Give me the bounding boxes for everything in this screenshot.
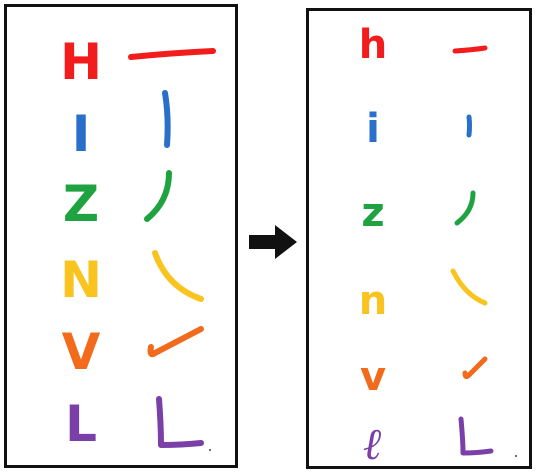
uppercase-panel: H I Z N V L <box>4 4 238 468</box>
arrow-shape <box>249 225 297 259</box>
dot-mark <box>209 449 211 451</box>
letter-Z: Z <box>62 175 100 233</box>
stroke-right-falling-small <box>435 259 517 325</box>
stroke-path <box>144 170 172 222</box>
stroke-path <box>458 416 494 456</box>
stroke-horizontal-large <box>125 21 217 93</box>
stroke-vertical-large <box>125 87 217 159</box>
dot-mark <box>515 455 517 457</box>
stroke-right-falling-large <box>125 245 217 317</box>
stroke-rising-large <box>125 307 217 379</box>
stroke-corner-small <box>435 405 517 471</box>
letter-n: n <box>358 278 388 324</box>
stroke-corner-large <box>125 389 217 461</box>
stroke-horizontal-small <box>435 17 517 83</box>
stroke-path <box>162 90 171 148</box>
letter-l: ℓ <box>363 419 383 470</box>
stroke-path <box>152 250 204 302</box>
letter-V: V <box>61 323 101 381</box>
stroke-path <box>466 114 472 138</box>
letter-L: L <box>65 395 97 453</box>
lowercase-panel: h i z n v ℓ <box>306 8 532 469</box>
stroke-left-falling-large <box>125 165 217 237</box>
stroke-path <box>450 268 488 306</box>
stroke-rising-small <box>435 341 517 407</box>
stroke-path <box>454 190 476 226</box>
stroke-vertical-small <box>435 95 517 161</box>
letter-H: H <box>60 33 102 91</box>
stroke-left-falling-small <box>435 179 517 245</box>
stroke-path <box>462 356 488 380</box>
right-arrow-icon <box>245 222 301 262</box>
stroke-path <box>452 45 488 54</box>
letter-N: N <box>60 251 102 309</box>
letter-z: z <box>361 190 385 236</box>
stroke-path <box>156 396 204 448</box>
stroke-path <box>147 326 204 358</box>
letter-v: v <box>359 354 387 400</box>
letter-I: I <box>71 105 91 163</box>
letter-h: h <box>358 22 388 68</box>
stroke-path <box>128 48 216 60</box>
letter-i: i <box>366 106 380 152</box>
